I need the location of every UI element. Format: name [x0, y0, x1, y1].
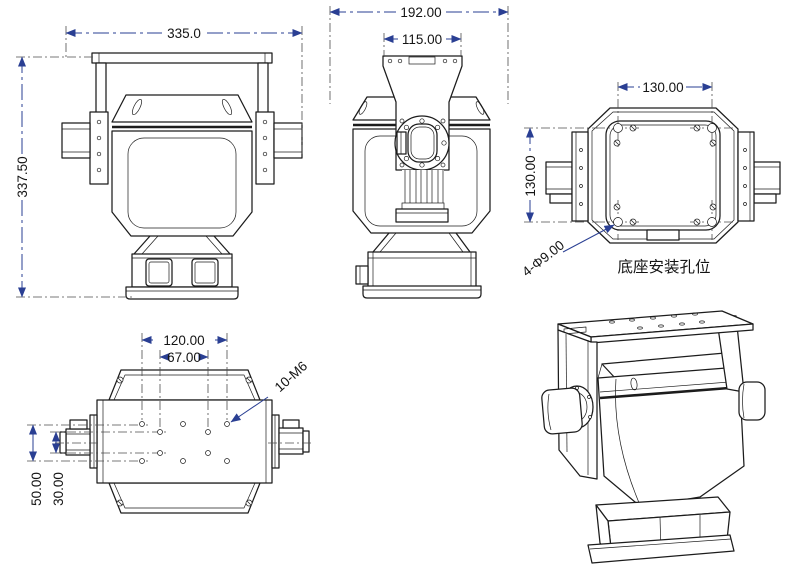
platform-inner-dim-text: 67.00: [167, 350, 201, 365]
front-body: [111, 94, 253, 237]
base-holes: [613, 123, 717, 227]
side-base: [355, 232, 482, 299]
base-screws: [613, 124, 717, 226]
platform-holes: [139, 421, 230, 464]
side-flange: [394, 115, 450, 171]
front-height-dim-text: 337.50: [15, 156, 30, 197]
platform-hole-callout-text: 10-M6: [272, 358, 310, 395]
platform-outer-dimension: 120.00: [141, 333, 228, 348]
iso-top-plate: [557, 310, 754, 344]
platform-axle-left: [59, 414, 98, 469]
base-vertical-dim-text: 130.00: [523, 155, 538, 196]
base-vertical-dimension: 130.00: [523, 127, 598, 223]
platform-row-outer-dim-text: 50.00: [29, 472, 44, 506]
base-mounting-view: 130.00 130.00 4-Φ9.00 底座安装孔位: [519, 80, 781, 279]
side-overall-width-dim-text: 192.00: [400, 5, 441, 20]
front-width-dim-text: 335.0: [167, 26, 201, 41]
base-side-right: [737, 131, 781, 222]
platform-outer-dim-text: 120.00: [163, 333, 204, 348]
base-horizontal-dim-text: 130.00: [642, 80, 683, 95]
base-side-left: [545, 131, 589, 222]
front-axle-right: [273, 122, 303, 159]
base-caption: 底座安装孔位: [617, 258, 710, 276]
base-plate: [605, 120, 721, 241]
side-bracket-width-dim-text: 115.00: [402, 32, 442, 47]
iso-axle-left: [541, 387, 583, 435]
front-view: 335.0 337.50: [15, 26, 303, 300]
isometric-view: [541, 310, 766, 564]
base-horizontal-dimension: 130.00: [617, 80, 713, 95]
platform-inner-dimension: 67.00: [159, 350, 209, 365]
platform-row-outer-dimension: 50.00: [29, 424, 44, 506]
platform-axle-right: [271, 414, 310, 469]
front-width-dimension: 335.0: [65, 26, 303, 156]
iso-axle-right: [738, 381, 766, 421]
iso-base: [587, 496, 735, 564]
side-rods: [395, 170, 449, 223]
platform-row-inner-dim-text: 30.00: [51, 472, 66, 506]
base-hole-callout-text: 4-Φ9.00: [519, 237, 567, 279]
side-overall-width-dimension: 192.00: [329, 5, 509, 104]
platform-top-view: 120.00 67.00 50.00 30.00 10-M6: [27, 333, 312, 514]
front-height-dimension: 337.50: [15, 56, 132, 298]
front-axle-left: [61, 122, 91, 159]
front-base: [125, 235, 239, 300]
side-view: 192.00 115.00: [329, 5, 509, 299]
platform-row-inner-dimension: 30.00: [51, 431, 66, 506]
side-bracket-width-dimension: 115.00: [383, 32, 462, 57]
platform-centerlines: [27, 333, 312, 462]
iso-body: [597, 352, 745, 508]
platform-body: [96, 369, 273, 514]
